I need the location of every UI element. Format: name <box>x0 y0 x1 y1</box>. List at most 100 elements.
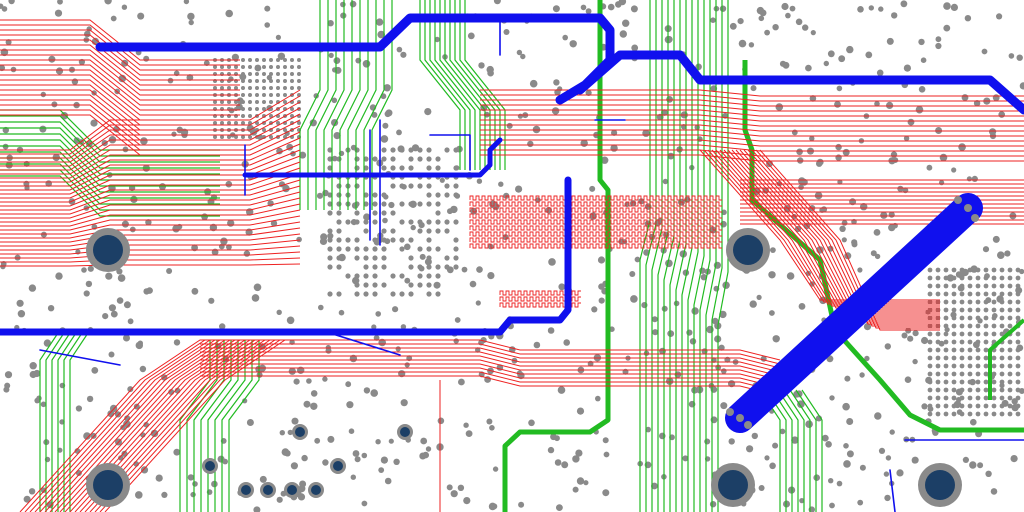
top-trace <box>0 203 301 227</box>
via <box>363 387 371 394</box>
via <box>489 425 495 431</box>
via <box>701 348 708 355</box>
bga-pad <box>220 100 224 104</box>
via <box>829 395 835 401</box>
via <box>426 219 432 225</box>
via <box>884 343 891 350</box>
via <box>372 282 378 288</box>
bga-pad <box>269 65 273 69</box>
via <box>580 4 587 11</box>
via <box>275 34 281 41</box>
bga-pad <box>276 121 280 125</box>
via <box>487 69 494 77</box>
via <box>399 246 405 252</box>
via <box>383 84 391 92</box>
via <box>123 334 130 342</box>
top-trace <box>0 94 240 136</box>
via <box>907 118 915 126</box>
via <box>772 24 779 31</box>
via <box>23 495 31 503</box>
bga-pad <box>935 339 941 345</box>
via <box>426 282 432 288</box>
via <box>946 274 955 282</box>
via <box>143 55 150 62</box>
via <box>299 480 307 488</box>
via <box>580 139 588 147</box>
bga-pad <box>248 100 252 104</box>
via <box>798 303 806 310</box>
inner-trace <box>57 329 79 512</box>
top-trace <box>0 89 301 151</box>
via <box>998 111 1005 118</box>
bottom-trace <box>39 349 121 366</box>
via <box>380 135 389 143</box>
via <box>758 485 765 491</box>
via <box>327 156 333 162</box>
via <box>728 438 735 445</box>
via <box>772 442 779 449</box>
via <box>821 434 829 442</box>
bga-pad <box>975 395 981 401</box>
via <box>935 36 942 43</box>
via <box>426 201 432 207</box>
top-trace <box>0 143 301 187</box>
via <box>859 372 865 378</box>
bga-pad <box>959 403 965 409</box>
bga-pad <box>297 65 301 69</box>
via <box>611 129 618 136</box>
inner-trace <box>0 175 220 217</box>
bga-pad <box>991 307 997 313</box>
via <box>749 300 757 308</box>
via <box>382 122 389 129</box>
bga-pad <box>975 355 981 361</box>
meander-trace <box>469 219 722 225</box>
top-trace <box>743 149 940 323</box>
via <box>950 3 959 11</box>
via <box>796 148 803 156</box>
via <box>191 287 199 295</box>
top-trace <box>0 84 240 126</box>
via <box>576 407 585 415</box>
via <box>969 461 977 469</box>
bga-pad <box>999 315 1005 321</box>
via <box>354 291 360 297</box>
via <box>486 418 493 425</box>
via <box>920 57 927 63</box>
bga-pad <box>967 379 973 385</box>
via <box>371 324 377 330</box>
bga-pad <box>991 363 997 369</box>
top-trace <box>0 44 240 86</box>
bga-pad <box>276 93 280 97</box>
bga-pad <box>220 135 224 139</box>
via <box>296 236 302 243</box>
via <box>24 185 30 191</box>
top-trace <box>200 367 781 389</box>
bga-pad <box>1015 267 1021 273</box>
via <box>547 327 555 334</box>
via <box>903 135 910 141</box>
via <box>476 178 483 184</box>
top-trace <box>0 209 301 231</box>
meander-trace <box>469 243 722 249</box>
via <box>434 36 440 43</box>
via <box>667 330 675 337</box>
via <box>363 246 369 252</box>
via <box>331 155 338 162</box>
via <box>982 246 990 253</box>
via <box>709 501 717 508</box>
via <box>901 332 908 339</box>
via <box>607 3 615 11</box>
top-trace <box>480 129 1024 137</box>
via <box>809 95 817 102</box>
via <box>108 351 115 358</box>
bga-pad <box>1007 299 1013 305</box>
bga-pad <box>951 355 957 361</box>
via <box>426 192 432 198</box>
via <box>417 228 423 234</box>
via <box>345 237 351 243</box>
bga-pad <box>967 403 973 409</box>
via <box>345 246 351 252</box>
top-trace <box>0 119 301 171</box>
bga-pad <box>967 347 973 353</box>
bga-pad <box>290 79 294 83</box>
